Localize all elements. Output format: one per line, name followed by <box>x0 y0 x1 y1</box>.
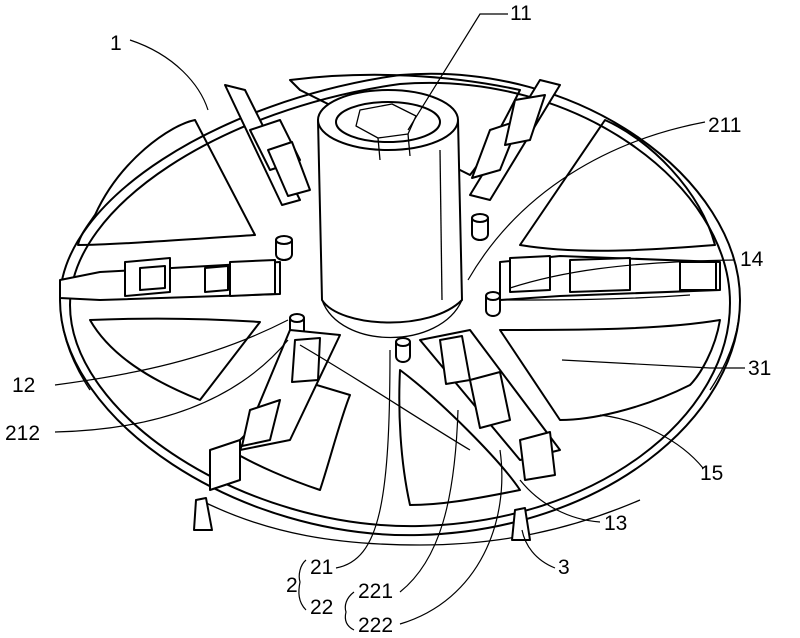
label-12: 12 <box>12 374 35 397</box>
label-1: 1 <box>110 32 122 55</box>
label-221: 221 <box>358 580 393 603</box>
disc-windows <box>77 73 721 506</box>
label-212: 212 <box>5 422 40 445</box>
label-21: 21 <box>310 556 333 579</box>
label-13: 13 <box>604 512 627 535</box>
label-14: 14 <box>740 248 764 271</box>
label-2: 2 <box>286 574 298 597</box>
pins <box>275 213 501 363</box>
label-31: 31 <box>748 357 771 380</box>
label-222: 222 <box>358 614 393 637</box>
reference-labels: 1 11 211 14 12 31 212 15 13 3 2 21 22 22… <box>5 2 771 637</box>
central-hub <box>317 89 463 338</box>
blade-assemblies <box>59 79 721 541</box>
label-211: 211 <box>708 114 741 137</box>
label-3: 3 <box>558 556 570 579</box>
label-11: 11 <box>510 2 532 25</box>
label-22: 22 <box>310 596 333 619</box>
label-15: 15 <box>700 462 723 485</box>
leader-lines <box>54 13 745 631</box>
